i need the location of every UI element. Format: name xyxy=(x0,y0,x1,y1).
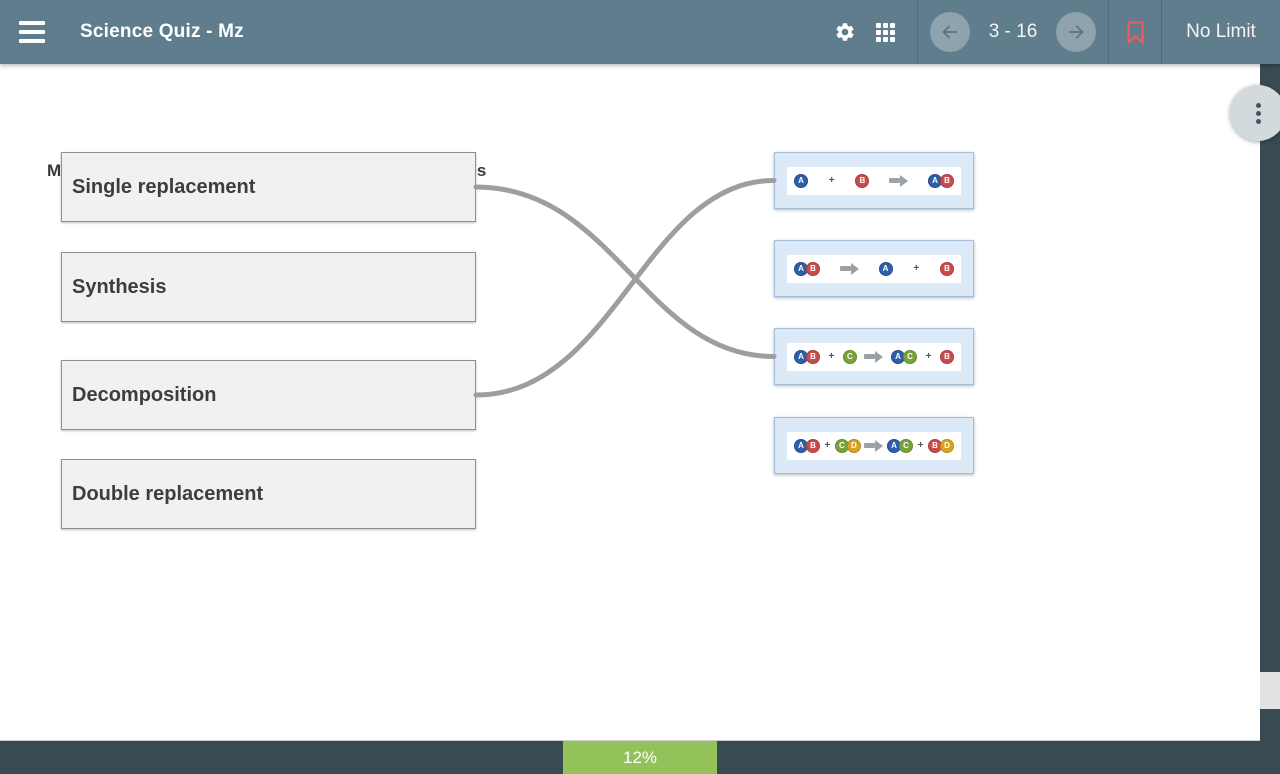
quiz-progress-label: 12% xyxy=(622,747,658,767)
time-limit-label: No Limit xyxy=(1186,21,1256,42)
header-divider xyxy=(917,0,918,64)
question-panel: Match the chemical reaction types with t… xyxy=(0,64,1260,741)
arrow-left-icon xyxy=(942,25,958,39)
match-option-label: Decomposition xyxy=(72,383,217,406)
match-option-box[interactable]: Decomposition xyxy=(61,360,476,430)
atom-b-icon: B xyxy=(939,173,954,188)
match-option-label: Synthesis xyxy=(72,275,167,298)
app-header: Science Quiz - Mz 3 - 16 No Limit xyxy=(0,0,1280,64)
question-grid-button[interactable] xyxy=(865,0,905,64)
molecule-c: C xyxy=(842,349,857,364)
grid-icon xyxy=(875,22,895,42)
plus-sign: + xyxy=(824,440,831,451)
gear-icon xyxy=(836,23,854,41)
previous-question-button[interactable] xyxy=(930,12,970,52)
atom-d-icon: D xyxy=(939,438,954,453)
match-option-box[interactable]: Synthesis xyxy=(61,252,476,322)
molecule-b: B xyxy=(855,173,870,188)
bookmark-button[interactable] xyxy=(1109,0,1161,64)
atom-a-icon: A xyxy=(887,438,902,453)
kebab-icon xyxy=(1255,102,1261,108)
match-option-label: Single replacement xyxy=(72,175,256,198)
plus-sign: + xyxy=(913,263,920,274)
header-divider xyxy=(1161,0,1162,64)
atom-b-icon: B xyxy=(927,438,942,453)
atom-b-icon: B xyxy=(806,261,820,276)
reaction-arrow-icon xyxy=(889,174,909,187)
next-question-button[interactable] xyxy=(1056,12,1096,52)
hamburger-icon xyxy=(19,21,45,25)
atom-c-icon: C xyxy=(842,349,857,364)
atom-a-icon: A xyxy=(878,261,893,276)
atom-a-icon: A xyxy=(794,438,808,453)
atom-a-icon: A xyxy=(891,349,906,364)
question-position: 3 - 16 xyxy=(988,21,1038,42)
reaction-arrow-icon xyxy=(864,350,884,363)
match-option-box[interactable]: Single replacement xyxy=(61,152,476,222)
atom-b-icon: B xyxy=(806,349,820,364)
reaction-arrow-icon xyxy=(839,262,859,275)
atom-c-icon: C xyxy=(834,438,849,453)
bookmark-icon xyxy=(1126,20,1144,44)
molecule-a: A xyxy=(878,261,893,276)
molecule-b: B xyxy=(939,349,954,364)
atom-b-icon: B xyxy=(939,349,954,364)
plus-sign: + xyxy=(917,440,924,451)
atom-b-icon: B xyxy=(939,261,954,276)
atom-b-icon: B xyxy=(806,438,820,453)
app-title: Science Quiz - Mz xyxy=(80,21,244,42)
plus-sign: + xyxy=(828,175,835,186)
atom-c-icon: C xyxy=(899,438,914,453)
more-options-button[interactable] xyxy=(1230,85,1280,141)
atom-a-icon: A xyxy=(794,349,808,364)
hamburger-menu-button[interactable] xyxy=(0,0,64,64)
molecule-b: B xyxy=(939,261,954,276)
atom-a-icon: A xyxy=(794,173,808,188)
vertical-scrollbar-track[interactable] xyxy=(1260,64,1280,774)
atom-c-icon: C xyxy=(903,349,918,364)
atom-a-icon: A xyxy=(927,173,942,188)
header-divider xyxy=(1108,0,1109,64)
vertical-scrollbar-thumb[interactable] xyxy=(1260,672,1280,709)
plus-sign: + xyxy=(828,351,835,362)
molecule-a: A xyxy=(794,173,808,188)
match-option-label: Double replacement xyxy=(72,482,264,505)
atom-b-icon: B xyxy=(855,173,870,188)
arrow-right-icon xyxy=(1068,25,1084,39)
quiz-progress-fill: 12% xyxy=(563,741,717,774)
settings-button[interactable] xyxy=(825,0,865,64)
reaction-arrow-icon xyxy=(864,439,884,452)
quiz-progress-bar: 12% xyxy=(0,741,1280,774)
match-option-box[interactable]: Double replacement xyxy=(61,459,476,529)
atom-d-icon: D xyxy=(846,438,861,453)
question-navigator: 3 - 16 xyxy=(918,0,1108,64)
atom-a-icon: A xyxy=(794,261,808,276)
plus-sign: + xyxy=(925,351,932,362)
